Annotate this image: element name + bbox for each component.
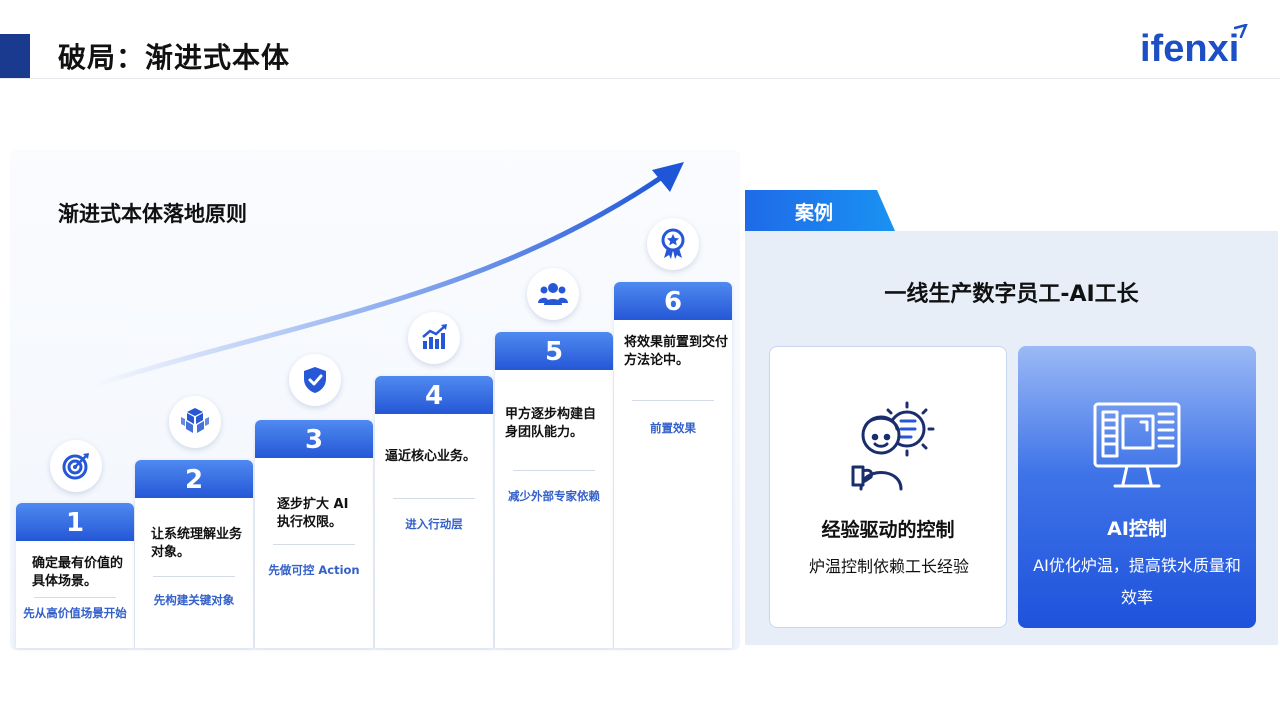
step-divider (153, 576, 235, 577)
step-description: 甲方逐步构建自身团队能力。 (505, 407, 597, 440)
case-tab: 案例 (745, 190, 895, 231)
team-icon (527, 268, 579, 320)
step-note: 前置效果 (650, 421, 696, 435)
case-card-ai-control: AI控制 AI优化炉温，提高铁水质量和效率 (1018, 346, 1256, 628)
step-divider (632, 400, 714, 401)
award-badge-icon (647, 218, 699, 270)
step-description: 确定最有价值的具体场景。 (32, 556, 124, 589)
step-description: 让系统理解业务对象。 (151, 527, 243, 560)
step-number: 5 (495, 332, 613, 370)
step-note: 先做可控 Action (268, 563, 360, 577)
case-title: 一线生产数字员工-AI工长 (884, 282, 1139, 307)
principles-title: 渐进式本体落地原则 (58, 202, 247, 226)
step-5: 5 甲方逐步构建自身团队能力。 减少外部专家依赖 (495, 332, 613, 648)
step-6: 6 将效果前置到交付方法论中。 前置效果 (614, 282, 732, 648)
step-description: 逐步扩大 AI 执行权限。 (277, 497, 349, 530)
card-title: 经验驱动的控制 (821, 519, 955, 541)
brand-logo: ifenxi (1140, 28, 1240, 70)
step-description: 将效果前置到交付方法论中。 (624, 335, 729, 368)
step-note: 先从高价值场景开始 (23, 606, 127, 620)
cubes-icon (169, 396, 221, 448)
step-number: 1 (16, 503, 134, 541)
logo-check-icon (1234, 24, 1248, 38)
header-divider (0, 78, 1280, 79)
worker-gear-icon (851, 401, 935, 491)
step-note: 减少外部专家依赖 (508, 489, 600, 503)
step-1: 1 确定最有价值的具体场景。 先从高价值场景开始 (16, 503, 134, 648)
step-number: 2 (135, 460, 253, 498)
card-description: 炉温控制依赖工长经验 (808, 557, 969, 576)
step-note: 进入行动层 (405, 517, 463, 531)
page-title: 破局：渐进式本体 (58, 41, 291, 74)
computer-dashboard-icon (1093, 402, 1181, 488)
step-divider (273, 544, 355, 545)
step-divider (34, 597, 116, 598)
card-description: AI优化炉温，提高铁水质量和效率 (1033, 556, 1241, 607)
step-note: 先构建关键对象 (153, 593, 235, 607)
bar-chart-icon (408, 312, 460, 364)
shield-check-icon (289, 354, 341, 406)
step-3: 3 逐步扩大 AI 执行权限。 先做可控 Action (255, 420, 373, 648)
case-card-experience: 经验驱动的控制 炉温控制依赖工长经验 (769, 346, 1007, 628)
step-divider (393, 498, 475, 499)
step-number: 4 (375, 376, 493, 414)
header-accent-bar (0, 34, 30, 78)
step-4: 4 逼近核心业务。 进入行动层 (375, 376, 493, 648)
step-description: 逼近核心业务。 (385, 449, 477, 464)
target-icon (50, 440, 102, 492)
step-2: 2 让系统理解业务对象。 先构建关键对象 (135, 460, 253, 648)
step-number: 6 (614, 282, 732, 320)
card-title: AI控制 (1107, 518, 1167, 540)
step-divider (513, 470, 595, 471)
step-number: 3 (255, 420, 373, 458)
